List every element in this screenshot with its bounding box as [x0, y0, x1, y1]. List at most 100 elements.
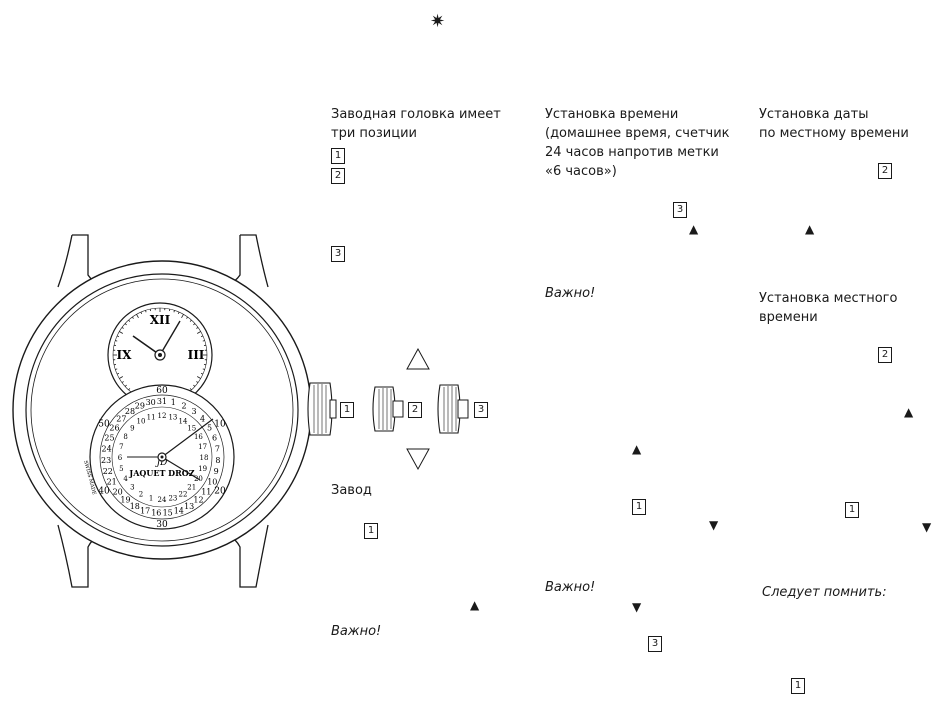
minute-tick [136, 314, 139, 318]
triangle-up-icon: ▲ [689, 222, 699, 236]
date-number: 9 [214, 467, 219, 476]
minute-tick [196, 381, 199, 383]
position-2-box: 2 [331, 168, 345, 184]
triangle-up-icon: ▲ [805, 222, 815, 236]
date-number: 31 [157, 397, 167, 406]
local-position-1-box: 1 [845, 502, 859, 518]
crown-positions-heading: Заводная головка имеет три позиции [331, 107, 501, 141]
seconds-mark: 50 [98, 420, 110, 430]
triangle-down-icon: ▼ [922, 520, 932, 534]
hour24-number: 22 [179, 490, 188, 498]
triangle-up-icon: ▲ [904, 405, 914, 419]
minute-tick [186, 316, 188, 319]
time-position-3b-box: 3 [648, 636, 662, 652]
minute-tick [177, 311, 180, 315]
remember-note: Следует помнить: [762, 585, 887, 600]
position-1-box: 1 [331, 148, 345, 164]
minute-tick [116, 372, 120, 375]
minute-tick [197, 331, 201, 334]
triangle-up-icon: ▲ [470, 598, 480, 612]
minute-tick [115, 368, 118, 370]
minute-tick [124, 384, 127, 387]
minute-tick [145, 310, 147, 313]
minute-tick [189, 319, 192, 322]
arrow-down-icon [406, 448, 430, 471]
date-number: 16 [151, 509, 161, 518]
crown-positions-diagram [307, 347, 469, 471]
date-number: 21 [107, 478, 117, 487]
triangle-down-icon: ▼ [709, 518, 719, 532]
date-number: 5 [207, 423, 212, 432]
minute-tick [115, 340, 118, 342]
numeral-xii: XII [150, 313, 171, 327]
hour24-number: 8 [123, 433, 127, 441]
minute-tick [189, 388, 192, 391]
date-number: 12 [193, 496, 203, 505]
seconds-mark: 10 [214, 420, 226, 430]
date-number: 19 [120, 496, 130, 505]
brand-logo: JD [155, 458, 168, 468]
minute-tick [116, 335, 120, 338]
date-number: 17 [140, 506, 150, 515]
date-number: 29 [135, 402, 145, 411]
local-position-2-box: 2 [878, 347, 892, 363]
seconds-mark: 60 [156, 386, 168, 396]
minute-tick [181, 314, 184, 318]
date-number: 26 [109, 423, 119, 432]
important-note-3: Важно! [545, 580, 596, 595]
hour24-number: 2 [139, 490, 143, 498]
hour24-number: 24 [158, 496, 167, 504]
date-number: 11 [201, 487, 211, 496]
time-setting-heading: Установка времени (домашнее время, счетч… [545, 107, 730, 179]
hour24-number: 15 [187, 424, 196, 432]
minute-tick [193, 323, 196, 326]
hour24-number: 3 [130, 484, 134, 492]
minute-tick [124, 323, 127, 326]
crown-label-1: 1 [340, 402, 354, 418]
hour-subdial: XII III VI IX [107, 302, 213, 408]
position-3-box: 3 [331, 246, 345, 262]
triangle-up-icon: ▲ [632, 442, 642, 456]
minute-tick [140, 311, 143, 315]
hour24-number: 23 [168, 495, 177, 503]
time-position-3-box: 3 [673, 202, 687, 218]
hour24-number: 5 [119, 465, 123, 473]
numeral-ix: IX [117, 348, 133, 362]
numeral-iii: III [188, 348, 205, 362]
hour24-number: 13 [168, 413, 177, 421]
minute-tick [200, 372, 204, 375]
hour24-number: 19 [198, 465, 207, 473]
hour24-number: 18 [200, 454, 209, 462]
crown-position-3 [437, 384, 469, 434]
date-number: 25 [104, 434, 114, 443]
minute-tick [193, 384, 196, 387]
date-number: 15 [163, 509, 173, 518]
date-number: 22 [103, 467, 113, 476]
minute-tick [128, 388, 131, 391]
seconds-mark: 40 [98, 487, 110, 497]
winding-position-box: 1 [364, 523, 378, 539]
date-number: 18 [130, 502, 140, 511]
date-number: 2 [182, 402, 187, 411]
important-note-2: Важно! [545, 286, 596, 301]
brand-name: JAQUET DROZ [128, 468, 194, 478]
triangle-down-icon: ▼ [632, 600, 642, 614]
date-number: 10 [207, 478, 217, 487]
minute-tick [200, 335, 204, 338]
winding-heading: Завод [331, 483, 372, 498]
hour24-number: 12 [158, 412, 167, 420]
hour24-number: 14 [179, 418, 188, 426]
minute-tick [132, 316, 134, 319]
date-number: 6 [212, 434, 217, 443]
hour24-number: 9 [130, 424, 134, 432]
asterisk-mark: ✷ [430, 11, 446, 32]
crown-position-1 [307, 382, 337, 436]
minute-tick [119, 376, 123, 379]
minute-tick [173, 310, 175, 313]
hour24-number: 1 [149, 495, 153, 503]
minute-tick [196, 327, 199, 329]
local-time-heading: Установка местного времени [759, 291, 898, 325]
hour24-number: 6 [118, 454, 123, 462]
